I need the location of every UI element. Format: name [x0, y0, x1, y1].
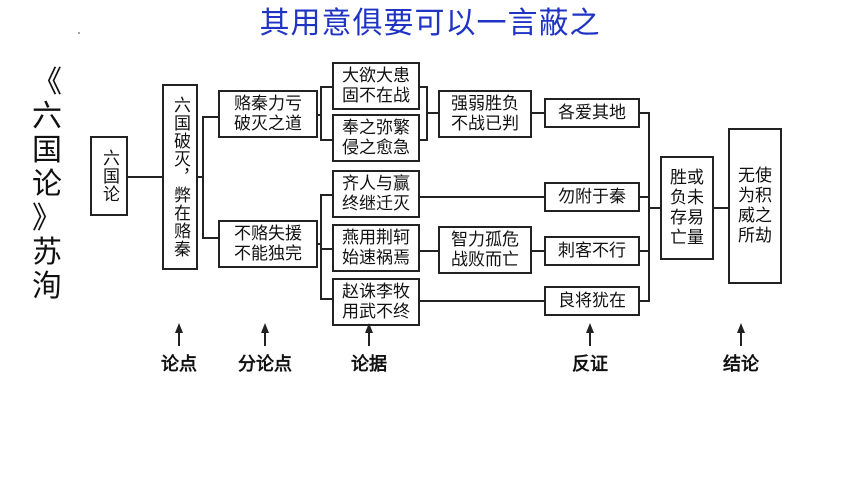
label-fanzheng: 反证 [572, 354, 608, 375]
box-text: 胜或负未存易亡量 [670, 168, 704, 248]
connector [202, 237, 218, 239]
up-arrow-icon [175, 323, 183, 333]
label-lundian: 论点 [161, 354, 197, 375]
box-r1: 各爱其地 [544, 98, 640, 128]
connector [320, 194, 332, 196]
box-conclusion: 无使为积威之所劫 [728, 128, 782, 284]
box-ev2b: 燕用荆轲始速祸焉 [332, 224, 420, 272]
arrow-shaft [178, 332, 180, 346]
box-text: 燕用荆轲始速祸焉 [342, 228, 410, 268]
box-text: 齐人与赢终继迁灭 [342, 174, 410, 214]
page-title: 其用意俱要可以一言蔽之 [259, 6, 601, 41]
box-ev1b: 奉之弥繁侵之愈急 [332, 114, 420, 162]
box-text: 奉之弥繁侵之愈急 [342, 118, 410, 158]
arrow-shaft [368, 332, 370, 346]
box-mid1: 强弱胜负不战已判 [438, 90, 532, 138]
box-ev2c: 赵诛李牧用武不终 [332, 278, 420, 326]
box-text: 各爱其地 [558, 103, 626, 123]
label-lunju: 论据 [351, 354, 387, 375]
box-r2: 勿附于秦 [544, 182, 640, 212]
label-fenlundian: 分论点 [238, 354, 292, 375]
connector [638, 250, 650, 252]
box-ev1a: 大欲大患固不在战 [332, 62, 420, 110]
connector [418, 300, 544, 302]
box-text: 赂秦力亏破灭之道 [234, 94, 302, 134]
connector [320, 194, 322, 298]
box-text: 赵诛李牧用武不终 [342, 282, 410, 322]
box-text: 强弱胜负不战已判 [451, 94, 519, 134]
connector [320, 298, 332, 300]
side-char: 》 [32, 201, 62, 236]
box-text: 勿附于秦 [558, 187, 626, 207]
box-text: 良将犹在 [558, 291, 626, 311]
connector [712, 207, 728, 209]
side-char: 论 [32, 167, 62, 202]
box-text: 智力孤危战败而亡 [451, 230, 519, 270]
connector [418, 250, 438, 252]
connector [316, 114, 322, 116]
connector [196, 176, 204, 178]
connector [418, 139, 428, 141]
label-jielun: 结论 [723, 354, 759, 375]
side-char: 苏 [32, 235, 62, 270]
connector [418, 86, 428, 88]
arrow-shaft [264, 332, 266, 346]
connector [320, 86, 332, 88]
up-arrow-icon [737, 323, 745, 333]
connector [426, 112, 438, 114]
connector [530, 250, 544, 252]
box-liuguo: 六国论 [90, 136, 128, 216]
connector [648, 207, 660, 209]
box-ev2a: 齐人与赢终继迁灭 [332, 170, 420, 218]
box-sub1: 赂秦力亏破灭之道 [218, 90, 318, 138]
connector [202, 116, 204, 238]
side-title: 《 六 国 论 》 苏 洵 [30, 66, 64, 304]
box-result: 胜或负未存易亡量 [660, 156, 714, 260]
connector [316, 243, 322, 245]
connector [320, 248, 332, 250]
box-r4: 良将犹在 [544, 286, 640, 316]
side-char: 六 [32, 99, 62, 134]
side-char: 《 [32, 65, 62, 100]
box-mid2: 智力孤危战败而亡 [438, 226, 532, 274]
box-thesis: 六国破灭，弊在赂秦 [162, 84, 198, 270]
up-arrow-icon [261, 323, 269, 333]
up-arrow-icon [365, 323, 373, 333]
connector [320, 139, 332, 141]
connector [418, 196, 544, 198]
connector [638, 112, 650, 114]
arrow-shaft [589, 332, 591, 346]
arrow-shaft [740, 332, 742, 346]
connector [202, 116, 218, 118]
side-char: 洵 [32, 269, 62, 304]
connector [128, 176, 162, 178]
side-char: 国 [32, 133, 62, 168]
connector [638, 196, 650, 198]
box-text: 大欲大患固不在战 [342, 66, 410, 106]
connector [320, 86, 322, 140]
box-sub2: 不赂失援不能独完 [218, 220, 318, 268]
box-text: 六国破灭，弊在赂秦 [170, 96, 190, 258]
connector [638, 300, 650, 302]
decorative-dot [78, 32, 80, 34]
box-text: 刺客不行 [558, 241, 626, 261]
box-text: 六国论 [99, 149, 119, 203]
box-text: 无使为积威之所劫 [738, 166, 772, 246]
up-arrow-icon [586, 323, 594, 333]
box-r3: 刺客不行 [544, 236, 640, 266]
connector [530, 112, 544, 114]
box-text: 不赂失援不能独完 [234, 224, 302, 264]
